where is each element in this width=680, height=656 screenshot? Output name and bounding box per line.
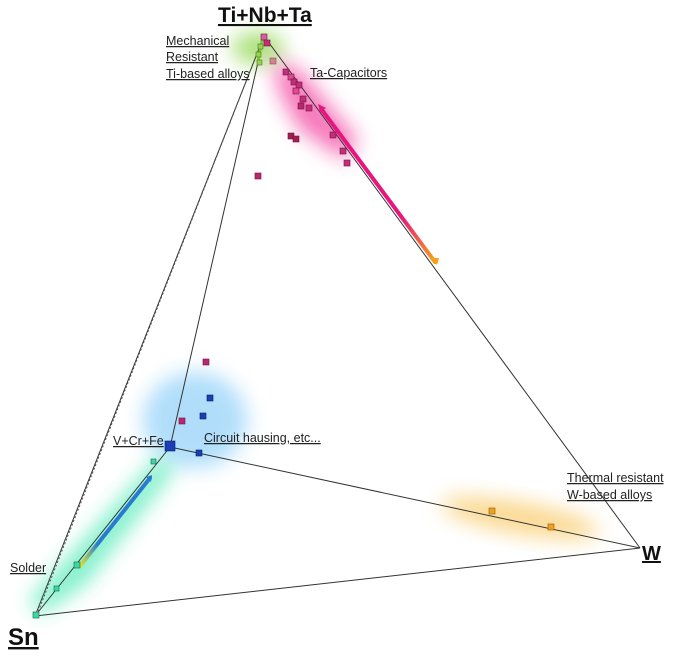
circuit-housing-label: Circuit hausing, etc...	[204, 431, 321, 445]
marker	[269, 57, 277, 65]
edge-top-left	[34, 35, 265, 617]
trend-arrows	[78, 39, 439, 568]
marker	[292, 87, 300, 95]
vertex-label-top: Ti+Nb+Ta	[218, 4, 312, 27]
mechanical-label-line3: Ti-based alloys	[166, 67, 250, 81]
ti-arrow	[256, 39, 264, 63]
solder-arrow	[78, 476, 152, 568]
marker	[73, 561, 81, 569]
triangle-edges	[34, 35, 641, 617]
marker	[343, 159, 351, 167]
vertex-label-left: Sn	[8, 624, 39, 651]
mechanical-label-line2: Resistant	[166, 50, 219, 64]
vertex-label-right: W	[642, 543, 661, 565]
edge-top-left-inner	[37, 35, 265, 613]
mechanical-label-line1: Mechanical	[166, 34, 229, 48]
marker	[199, 412, 207, 420]
marker	[164, 440, 176, 452]
marker	[202, 358, 210, 366]
markers-ti	[255, 43, 277, 66]
ta-capacitors-label: Ta-Capacitors	[310, 66, 387, 80]
thermal-label-line1: Thermal resistant	[567, 471, 664, 485]
ta-arrow-head-top	[318, 104, 326, 112]
marker	[32, 611, 40, 619]
marker	[299, 95, 307, 103]
solder-arrow-head	[146, 475, 152, 482]
marker	[206, 394, 214, 402]
marker	[178, 417, 186, 425]
marker	[254, 172, 262, 180]
marker	[263, 39, 271, 47]
marker	[339, 147, 347, 155]
edge-top-inner	[169, 35, 265, 448]
marker	[260, 33, 268, 41]
ta-capacitors-arrow	[320, 108, 437, 264]
marker	[297, 102, 305, 110]
ta-arrow-head-bottom	[431, 258, 439, 265]
marker	[257, 43, 264, 50]
marker	[295, 81, 303, 89]
glow-regions	[30, 32, 599, 615]
marker	[305, 104, 313, 112]
marker	[256, 59, 263, 66]
marker	[255, 51, 262, 58]
w-alloys-glow	[441, 496, 599, 540]
edge-inner-right	[169, 446, 641, 549]
circuit-housing-glow	[143, 372, 247, 468]
vertex-label-inner: V+Cr+Fe	[113, 434, 164, 448]
markers-ta	[178, 33, 351, 425]
marker	[53, 585, 60, 592]
marker	[488, 507, 496, 515]
marker	[547, 523, 555, 531]
solder-label: Solder	[10, 561, 46, 575]
edge-top-right	[263, 35, 641, 549]
marker	[329, 131, 337, 139]
edge-left-right	[34, 547, 641, 617]
markers-circuit	[164, 394, 214, 457]
marker	[292, 135, 300, 143]
marker	[150, 458, 157, 465]
marker	[195, 449, 203, 457]
marker	[282, 68, 290, 76]
markers-solder	[32, 458, 157, 619]
thermal-label-line2: W-based alloys	[567, 488, 652, 502]
markers-w	[488, 507, 555, 531]
